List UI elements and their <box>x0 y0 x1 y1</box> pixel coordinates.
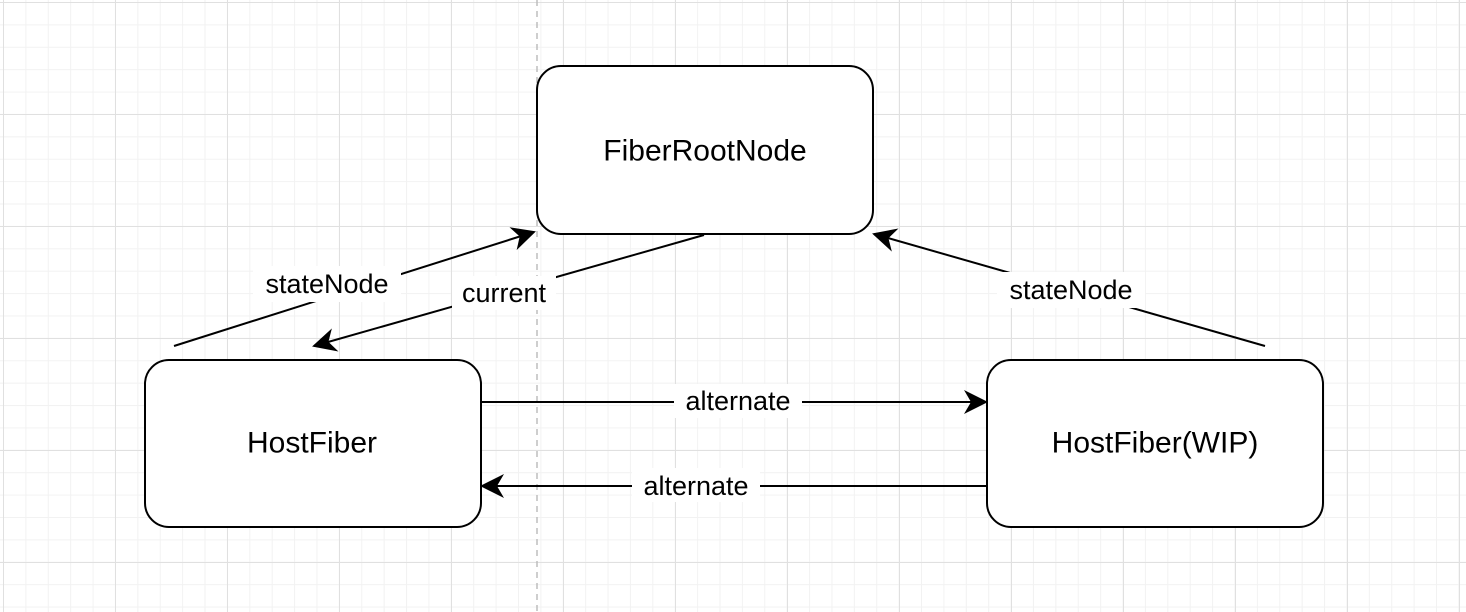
node-fiber-root[interactable]: FiberRootNode <box>536 65 874 235</box>
edge-state-node-right[interactable]: stateNode <box>872 228 1266 347</box>
node-host-fiber[interactable]: HostFiber <box>144 359 482 528</box>
node-fiber-root-box[interactable] <box>536 65 874 235</box>
node-host-fiber-label: HostFiber <box>247 427 377 460</box>
node-fiber-root-label: FiberRootNode <box>603 135 806 168</box>
edge-state-node-left[interactable]: stateNode <box>173 227 536 347</box>
node-host-fiber-wip-label: HostFiber(WIP) <box>1052 427 1259 460</box>
edge-alternate-forward[interactable]: alternate <box>481 384 988 418</box>
edge-current-label-bg <box>452 276 556 310</box>
edge-alternate-forward-label: alternate <box>685 386 790 416</box>
edge-state-node-left-label: stateNode <box>265 269 388 299</box>
edge-alternate-back-label-bg <box>632 468 760 502</box>
edge-state-node-right-label-bg <box>997 272 1145 308</box>
node-host-fiber-wip[interactable]: HostFiber(WIP) <box>986 359 1324 528</box>
edge-alternate-back-label: alternate <box>643 471 748 501</box>
edge-state-node-right-label: stateNode <box>1009 275 1132 305</box>
node-host-fiber-wip-box[interactable] <box>986 359 1324 528</box>
edge-state-node-left-label-bg <box>253 266 401 302</box>
node-host-fiber-box[interactable] <box>144 359 482 528</box>
edge-alternate-back[interactable]: alternate <box>480 468 987 502</box>
edge-current-label: current <box>462 278 547 308</box>
edge-current[interactable]: current <box>312 234 705 352</box>
edge-alternate-forward-label-bg <box>674 384 802 418</box>
